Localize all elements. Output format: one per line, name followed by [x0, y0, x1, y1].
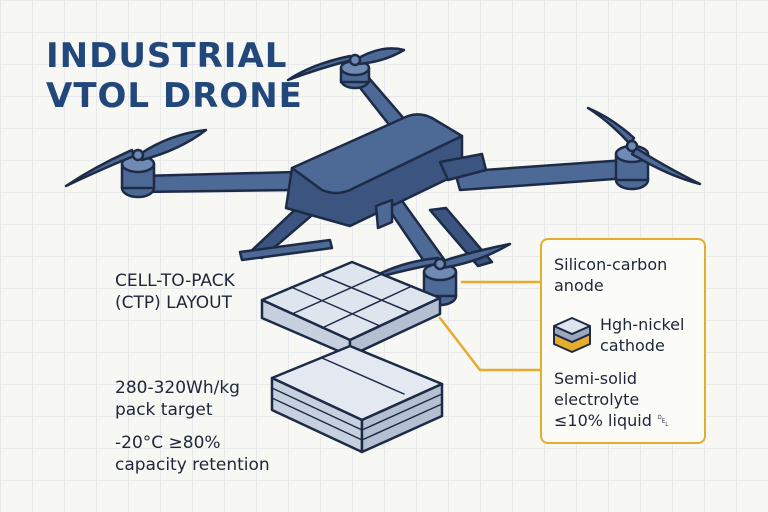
cathode-label: Hgh-nickel cathode — [600, 314, 684, 356]
ctp-label-line-2: (CTP) LAYOUT — [115, 293, 233, 313]
propeller-front-right — [586, 106, 702, 186]
propeller-back-left — [64, 128, 208, 188]
cathode-line-1: Hgh-nickel — [600, 315, 685, 334]
electrolyte-line-1: Semi-solid — [554, 369, 637, 388]
callout-connector-bottom — [438, 316, 542, 372]
propeller-back-right — [286, 47, 406, 82]
anode-line-2: anode — [554, 276, 604, 295]
pack-target-line-1: 280-320Wh/kg — [115, 378, 240, 398]
temperature-retention-label: -20°C ≥80% capacity retention — [115, 432, 270, 476]
pack-target-line-2: pack target — [115, 400, 213, 420]
camera-mount — [374, 198, 394, 230]
title-line-1: INDUSTRIAL — [46, 36, 288, 76]
battery-module-stack — [270, 344, 444, 454]
electrolyte-line-3: ≤10% liquid ␡ — [554, 411, 670, 430]
anode-line-1: Silicon-carbon — [554, 255, 668, 274]
arm-back-left — [138, 170, 300, 194]
drone-nose — [438, 152, 488, 182]
ctp-label-line-1: CELL-TO-PACK — [115, 271, 235, 291]
motor-back-left — [120, 154, 156, 199]
electrolyte-line-2: electrolyte — [554, 390, 640, 409]
electrolyte-label: Semi-solid electrolyte ≤10% liquid ␡ — [554, 368, 670, 431]
anode-label: Silicon-carbon anode — [554, 254, 667, 296]
ctp-battery-pack — [260, 260, 442, 358]
cathode-line-2: cathode — [600, 336, 665, 355]
temperature-line-2: capacity retention — [115, 455, 270, 475]
pack-target-label: 280-320Wh/kg pack target — [115, 377, 240, 421]
drone-body-top — [290, 113, 464, 195]
temperature-line-1: -20°C ≥80% — [115, 433, 221, 453]
landing-skid-left — [238, 238, 334, 262]
motor-back-right — [339, 59, 371, 90]
page-title: INDUSTRIAL VTOL DRONE — [46, 36, 303, 116]
cell-chemistry-callout: Silicon-carbon anode Hgh-nickel cathode … — [540, 238, 706, 444]
title-line-2: VTOL DRONE — [46, 76, 303, 116]
cell-layers-icon — [553, 317, 591, 353]
ctp-layout-label: CELL-TO-PACK (CTP) LAYOUT — [115, 270, 235, 314]
